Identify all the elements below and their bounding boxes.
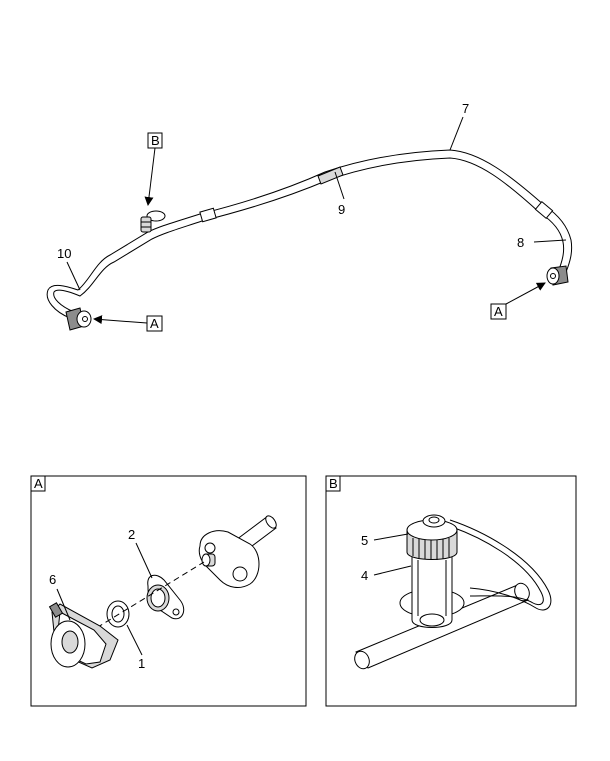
- callout-9: 9: [334, 171, 345, 217]
- detail-panel-b-title: B: [329, 476, 338, 491]
- callout-1: 1: [126, 624, 145, 671]
- ref-a-right: A: [490, 282, 546, 320]
- detail-panel-a: A: [30, 475, 307, 707]
- ref-a-left-label: A: [150, 316, 159, 331]
- callout-5-label: 5: [361, 533, 368, 548]
- valve-body: [411, 551, 453, 628]
- ref-b-main-label: B: [151, 133, 160, 148]
- valve-cap: [406, 514, 458, 560]
- callout-5: 5: [361, 533, 409, 548]
- service-valve-fitting: [140, 210, 166, 233]
- o-ring: [106, 600, 130, 628]
- callout-4: 4: [361, 565, 412, 583]
- cap-strap-inner: [451, 526, 544, 606]
- assembly-axis: [79, 561, 205, 639]
- cap-strap: [449, 519, 552, 611]
- hose-end-fitting-left: [65, 307, 92, 331]
- hose-end-fitting-right: [546, 265, 569, 286]
- callout-6: 6: [49, 572, 71, 621]
- hose-tube-inner: [53, 157, 565, 313]
- ref-a-right-label: A: [494, 304, 503, 319]
- hose-coupling-right: [534, 200, 554, 220]
- callout-10: 10: [57, 246, 81, 291]
- ref-b-main: B: [144, 132, 163, 206]
- hose-tube-outer: [46, 149, 573, 319]
- hose-sleeve: [317, 166, 344, 185]
- detail-panel-b-tag: [325, 475, 341, 492]
- hose-coupling-left: [199, 207, 217, 223]
- callout-6-label: 6: [49, 572, 56, 587]
- ref-a-left: A: [93, 315, 163, 332]
- callout-8-label: 8: [517, 235, 524, 250]
- detail-panel-a-title: A: [34, 476, 43, 491]
- detail-panel-a-tag: [30, 475, 46, 492]
- callout-7: 7: [449, 101, 469, 151]
- callout-9-label: 9: [338, 202, 345, 217]
- detail-panel-b: B: [325, 475, 577, 707]
- flange-fitting: [198, 515, 277, 588]
- detail-panel-a-frame: [30, 475, 307, 707]
- detail-panel-b-frame: [325, 475, 577, 707]
- callout-7-label: 7: [462, 101, 469, 116]
- callout-2: 2: [128, 527, 153, 579]
- protective-cap: [48, 602, 119, 669]
- callout-2-label: 2: [128, 527, 135, 542]
- hose-assembly: [46, 149, 573, 331]
- gasket: [146, 574, 185, 620]
- callout-4-label: 4: [361, 568, 368, 583]
- callout-8: 8: [517, 235, 567, 250]
- callout-1-label: 1: [138, 656, 145, 671]
- callout-10-label: 10: [57, 246, 71, 261]
